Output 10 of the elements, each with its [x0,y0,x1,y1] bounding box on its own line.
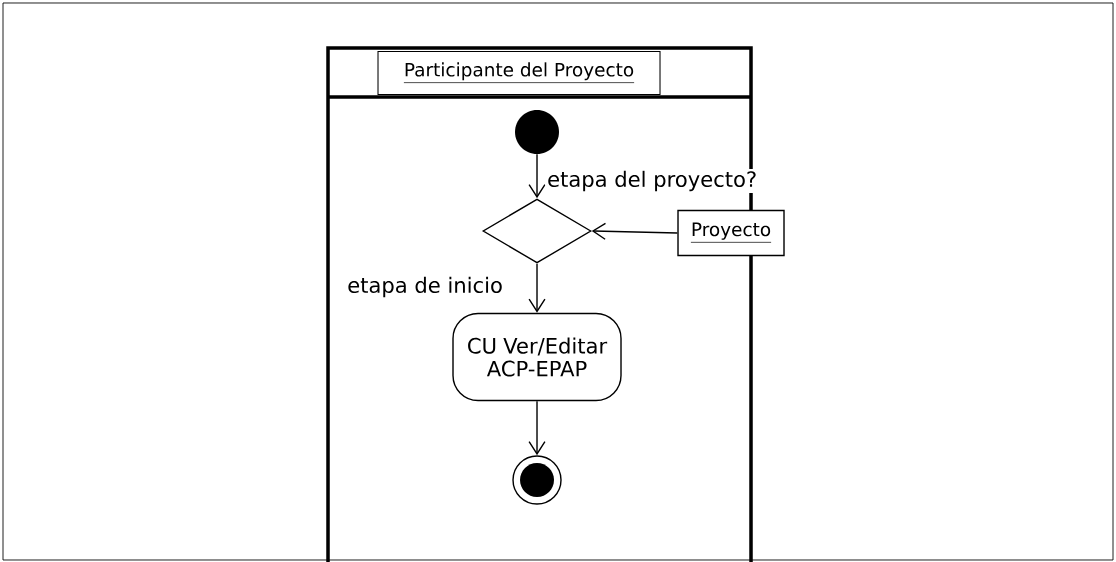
end-circle [512,455,562,505]
object-box: Proyecto [677,209,785,257]
arrow [528,153,546,199]
start-circle [515,110,559,154]
arrow [528,400,546,456]
edge-label: etapa de inicio [345,275,505,299]
arrow [528,263,546,313]
edge-label: etapa del proyecto? [545,169,759,193]
arrow [591,222,678,240]
activity-box: CU Ver/Editar ACP-EPAP [452,312,622,402]
